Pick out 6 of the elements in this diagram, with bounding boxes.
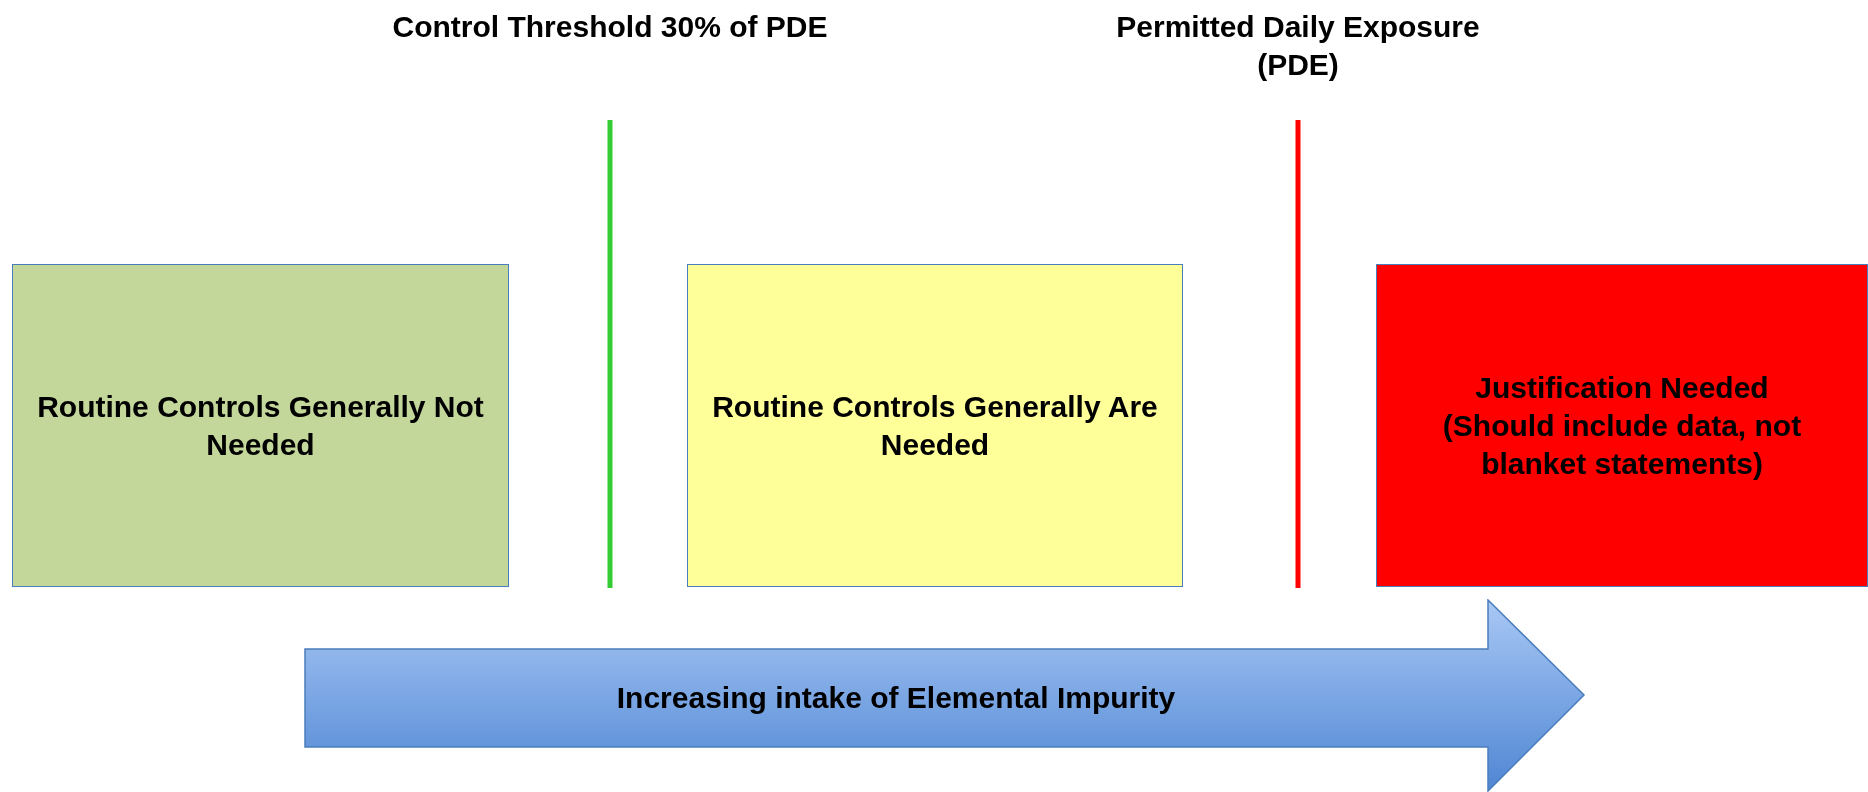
threshold-label: Control Threshold 30% of PDE (391, 9, 829, 45)
zone-box: Justification Needed (Should include data, not blanket statements) (1376, 264, 1868, 587)
zone-box: Routine Controls Generally Not Needed (12, 264, 509, 587)
threshold-label: Permitted Daily Exposure (PDE) (1115, 9, 1481, 83)
block-arrow: Increasing intake of Elemental Impurity (304, 599, 1586, 792)
zone-box: Routine Controls Generally Are Needed (687, 264, 1183, 587)
